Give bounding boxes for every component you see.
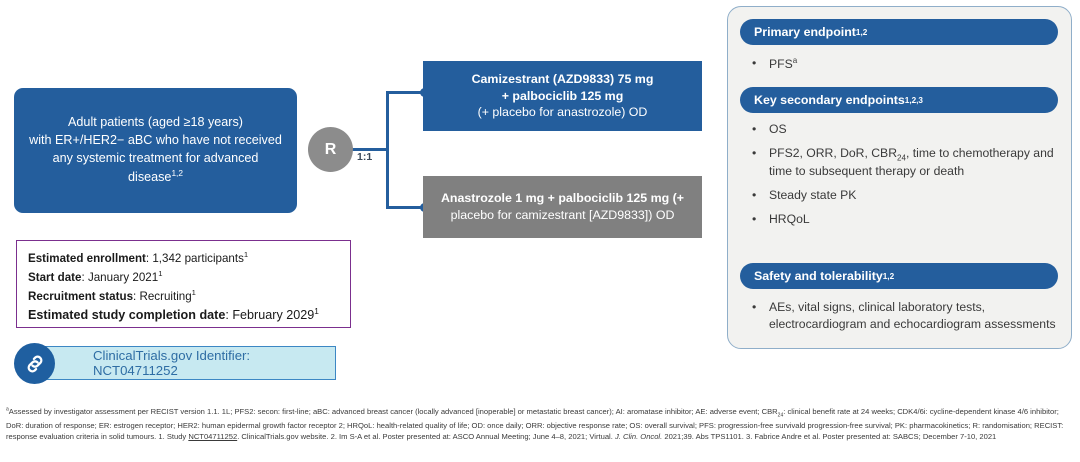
list-item: • Steady state PK xyxy=(752,187,1062,204)
detail-row-start-date: Start date: January 20211 xyxy=(28,268,163,284)
bullet-icon: • xyxy=(752,188,757,203)
population-line-3: any systemic treatment for advanced xyxy=(52,150,259,165)
randomisation-node: R xyxy=(308,127,353,172)
list-item: • PFSa xyxy=(752,55,1062,73)
population-superscript: 1,2 xyxy=(171,167,183,178)
experimental-arm-line-1: Camizestrant (AZD9833) 75 mg xyxy=(471,72,654,87)
safety-item: AEs, vital signs, clinical laboratory te… xyxy=(769,300,1056,331)
footnotes: aAssessed by investigator assessment per… xyxy=(6,406,1074,442)
safety-superscript: 1,2 xyxy=(882,271,895,281)
connector-top-branch xyxy=(386,91,426,94)
bullet-icon: • xyxy=(752,56,757,70)
enrollment-superscript: 1 xyxy=(243,250,249,259)
population-line-2: with ER+/HER2− aBC who have not received xyxy=(29,133,282,148)
secondary-endpoint-item-pk: Steady state PK xyxy=(769,188,857,203)
enrollment-value: 1,342 participants xyxy=(152,251,244,265)
list-item: • OS xyxy=(752,121,1062,138)
primary-endpoint-item-superscript: a xyxy=(792,56,798,65)
completion-label: Estimated study completion date xyxy=(28,308,226,323)
primary-endpoint-list: • PFSa xyxy=(752,55,1062,80)
completion-superscript: 1 xyxy=(314,306,319,317)
population-line-1: Adult patients (aged ≥18 years) xyxy=(68,115,243,130)
comparator-arm-line-1: Anastrozole 1 mg + palbociclib 125 mg (+ xyxy=(440,191,685,206)
footnote-subscript: 24 xyxy=(777,412,784,419)
primary-endpoint-superscript: 1,2 xyxy=(855,27,868,37)
bullet-icon: • xyxy=(752,122,757,136)
comparator-arm-box: Anastrozole 1 mg + palbociclib 125 mg (+… xyxy=(423,176,702,238)
completion-value: February 2029 xyxy=(232,308,315,323)
population-line-4: disease xyxy=(128,169,172,184)
patient-population-box: Adult patients (aged ≥18 years) with ER+… xyxy=(14,88,297,213)
detail-row-status: Recruitment status: Recruiting1 xyxy=(28,287,196,303)
secondary-endpoint-item-pfs2: PFS2, ORR, DoR, CBR24, time to chemother… xyxy=(769,145,1054,179)
status-value: Recruiting xyxy=(139,289,192,303)
list-item: • PFS2, ORR, DoR, CBR24, time to chemoth… xyxy=(752,145,1062,180)
clinicaltrials-identifier-bar[interactable]: ClinicalTrials.gov Identifier: NCT047112… xyxy=(36,346,336,380)
footnote-text-part-1: Assessed by investigator assessment per … xyxy=(8,407,778,416)
enrollment-label: Estimated enrollment xyxy=(28,251,146,265)
footnote-nct-link[interactable]: NCT04711252 xyxy=(188,432,238,442)
footnote-journal: J. Clin. Oncol. xyxy=(614,432,663,442)
randomisation-ratio: 1:1 xyxy=(357,151,373,163)
status-label: Recruitment status xyxy=(28,289,134,303)
primary-endpoint-item: PFS xyxy=(769,57,793,72)
detail-row-enrollment: Estimated enrollment: 1,342 participants… xyxy=(28,250,249,265)
link-icon xyxy=(14,343,55,384)
study-details-box: Estimated enrollment: 1,342 participants… xyxy=(16,240,351,328)
bullet-icon: • xyxy=(752,212,757,227)
experimental-arm-box: Camizestrant (AZD9833) 75 mg + palbocicl… xyxy=(423,61,702,131)
experimental-arm-line-2: + palbociclib 125 mg xyxy=(501,88,624,103)
footnote-text-part-3: . ClinicalTrials.gov website. 2. Im S-A … xyxy=(237,432,615,442)
bullet-icon: • xyxy=(752,300,757,314)
secondary-endpoints-superscript: 1,2,3 xyxy=(904,95,923,105)
safety-title: Safety and tolerability xyxy=(754,269,883,283)
secondary-endpoint-item-os: OS xyxy=(769,122,787,136)
footnote-text-part-4: 2021;39. Abs TPS1101. 3. Fabrice Andre e… xyxy=(662,432,997,442)
list-item: • HRQoL xyxy=(752,211,1062,228)
experimental-arm-line-3: (+ placebo for anastrozole) OD xyxy=(477,105,648,120)
detail-row-completion: Estimated study completion date: Februar… xyxy=(28,306,319,323)
footnote-text-part-2: : clinical benefit rate at 24 weeks; CDK… xyxy=(6,407,1064,442)
connector-vertical xyxy=(386,91,389,209)
list-item: • AEs, vital signs, clinical laboratory … xyxy=(752,299,1062,333)
start-date-value: January 2021 xyxy=(87,270,159,284)
safety-list: • AEs, vital signs, clinical laboratory … xyxy=(752,299,1062,340)
primary-endpoint-title: Primary endpoint xyxy=(754,25,856,39)
clinicaltrials-identifier-text: ClinicalTrials.gov Identifier: NCT047112… xyxy=(93,348,251,378)
bullet-icon: • xyxy=(752,145,757,160)
footnote-marker: a xyxy=(6,406,9,413)
randomisation-label: R xyxy=(324,140,337,158)
status-superscript: 1 xyxy=(191,287,196,297)
connector-bottom-branch xyxy=(386,206,426,209)
secondary-endpoints-list: • OS • PFS2, ORR, DoR, CBR24, time to ch… xyxy=(752,121,1062,235)
start-date-label: Start date xyxy=(28,270,82,284)
connector-stem xyxy=(352,148,388,151)
start-date-superscript: 1 xyxy=(158,268,163,278)
comparator-arm-line-2: placebo for camizestrant [AZD9833]) OD xyxy=(450,208,675,222)
secondary-endpoint-item-hrqol: HRQoL xyxy=(769,212,810,227)
secondary-endpoints-title: Key secondary endpoints xyxy=(754,93,905,107)
